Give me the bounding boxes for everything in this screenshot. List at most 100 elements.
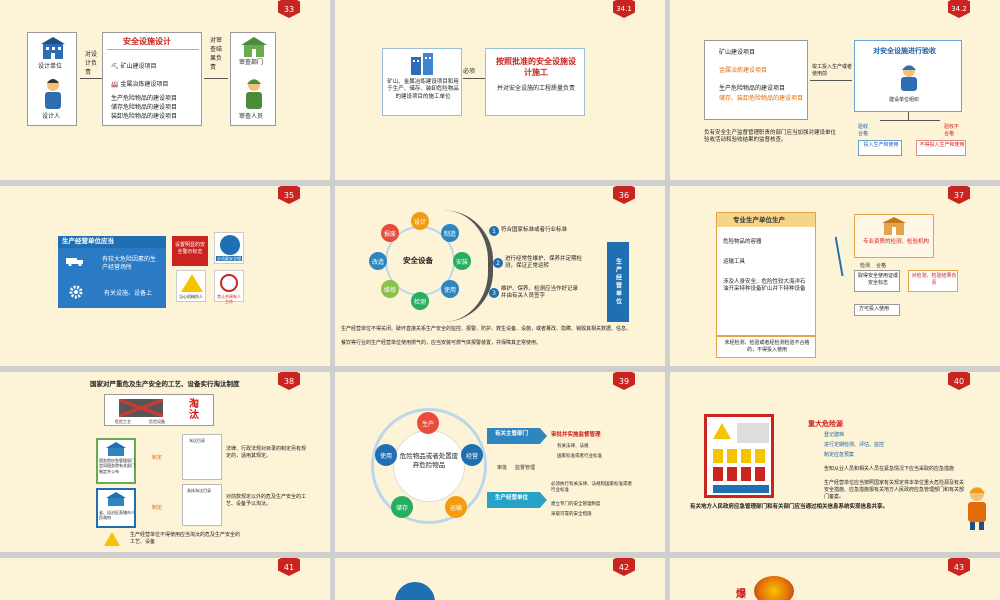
- unit-banner: [487, 492, 547, 508]
- step-number: 2: [493, 258, 503, 268]
- slide-38[interactable]: 38 国家对严重危及生产安全的工艺、设备实行淘汰制度 危险工艺 危险设备 淘汰 …: [0, 372, 330, 552]
- house-icon: [106, 492, 126, 506]
- item-metallurgy: 🏭 金属冶炼建设项目: [111, 81, 169, 88]
- approve-label: 审批并实施监督管理: [551, 432, 601, 438]
- house-icon: [241, 37, 267, 57]
- worker-icon: [968, 487, 986, 530]
- bracket-arc: [443, 210, 493, 322]
- equip-label: 危险设备: [149, 419, 165, 424]
- slide-37[interactable]: 37 专业生产单位生产 危险物品的容器 运输工具 涉及人身安全、危险性较大海洋石…: [670, 186, 1000, 366]
- catalog-box-1: 淘汰目录: [182, 434, 222, 480]
- arrow-line: [204, 78, 228, 79]
- arrow-line: [80, 78, 102, 79]
- ring-node: 改造: [369, 252, 387, 270]
- ok-result: 投入生产和使用: [863, 142, 899, 148]
- supervision-note: 负有安全生产监督管理职责的部门应当加强对建设单位验收活动和验收结果的监督核查。: [704, 130, 837, 144]
- inspection-agency-label: 专业资质的检测、检验机构: [863, 239, 930, 245]
- item-load: 装卸危险物品的建设项目: [111, 113, 178, 120]
- catalog-2: 具体淘汰目录: [187, 488, 211, 493]
- design-unit-box: 设计单位 设计人: [27, 32, 77, 126]
- slide-40[interactable]: 40 重大危险源 登记建档 进行定期检测、评估、监控 制定应急预案 告知从业人员…: [670, 372, 1000, 552]
- must-label: 必须: [463, 68, 476, 75]
- producer-box: 专业生产单位生产 危险物品的容器 运输工具 涉及人身安全、危险性较大海洋石油开采…: [716, 212, 816, 336]
- fail-label: 验收不合格: [944, 124, 960, 137]
- warning-triangle-icon: [713, 423, 731, 439]
- sign-machine-label: 当心机械伤人: [179, 294, 203, 299]
- step-text: 符合国家标准或者行业标准: [501, 227, 568, 233]
- crafts-label: 危险工艺: [115, 419, 131, 424]
- step-number: 1: [489, 226, 499, 236]
- bullet-1: 生产经营单位不得关闭、破坏直接关系生产安全的监控、报警、防护、救生设备、设施，或…: [341, 326, 632, 332]
- test-label: 检测: [860, 263, 871, 269]
- warning-triangle-icon: [181, 274, 203, 292]
- slide-43[interactable]: 43 爆: [670, 558, 1000, 600]
- ring-node: 维修: [381, 280, 399, 298]
- slide-42[interactable]: 42: [335, 558, 665, 600]
- designer-label: 设计人: [42, 113, 61, 120]
- slide-number-badge: 34.2: [948, 0, 970, 18]
- desc-1: 法律、行政法规对目录的制定另有规定的，适用其规定。: [226, 446, 307, 459]
- publish-label-1: 制定: [152, 455, 163, 461]
- slide-41[interactable]: 41: [0, 558, 330, 600]
- item-1: 登记建档: [824, 432, 845, 438]
- slide-number-badge: 35: [278, 186, 300, 204]
- eliminate-box: 危险工艺 危险设备 淘汰: [104, 394, 214, 426]
- gov-box-2: 省、自治区直辖市人民政府: [96, 488, 136, 528]
- bottom-warning-text: 未经检测、检验或者经检测检验不合格的，不得投入使用: [724, 340, 810, 353]
- item-produce: 生产危险物品的建设项目: [719, 85, 786, 92]
- tree-line: [908, 112, 909, 120]
- crossed-equipment-icon: [119, 399, 163, 417]
- slide-33[interactable]: 33 设计单位 设计人 对设计负责 安全设施设计 ⛏ 矿山建设项目 🏭 金属冶炼…: [0, 0, 330, 180]
- warning-label: 设置明显的安全警示标志: [174, 242, 205, 255]
- slide-number-badge: 40: [948, 372, 970, 390]
- slide-number-badge: 34.1: [613, 0, 635, 18]
- item-mining: 矿山建设项目: [719, 49, 756, 56]
- explosion-icon: [754, 576, 794, 600]
- construction-sub: 并对安全设施的工程质量负责: [496, 85, 575, 92]
- construction-box: 按照批准的安全设施设计施工 并对安全设施的工程质量负责: [485, 48, 585, 116]
- slide-34-2[interactable]: 34.2 矿山建设项目 金属冶炼建设项目 生产危险物品的建设项目 储存、装卸危险…: [670, 0, 1000, 180]
- desc-2: 对前款规定以外的危及生产安全的工艺、设备予以淘汰。: [226, 494, 307, 507]
- ring-node: 报废: [381, 224, 399, 242]
- sign-switch-label: 禁止合闸有人工作: [217, 294, 241, 305]
- building-icon: [41, 37, 65, 59]
- org-label: 建设单位组织: [889, 97, 920, 103]
- use-text: 方可投入使用: [859, 306, 890, 312]
- item-container: 危险物品的容器: [723, 239, 762, 245]
- producer-header: [717, 213, 815, 227]
- row1-text: 有较大危险因素的生产经营场所: [102, 256, 157, 272]
- review-label: 审批: [497, 465, 508, 471]
- footer: 有关地方人民政府应急管理部门和有关部门应当通过相关信息系统实现信息共享。: [690, 504, 889, 510]
- gov-box-1-text: 国务院应急管理部门会同国务院有关部门制定并公布: [99, 458, 135, 474]
- safety-design-title: 安全设施设计: [123, 37, 171, 46]
- slide-39[interactable]: 39 危险物品或者处置废弃危险物品 生产 经营 运输 储存 使用 有关主管部门 …: [335, 372, 665, 552]
- slide-35[interactable]: 35 生产经营单位应当 有较大危险因素的生产经营场所 有关设施、设备上 设置明显…: [0, 186, 330, 366]
- arrow-line: [810, 80, 852, 81]
- publish-label-2: 制定: [152, 505, 163, 511]
- item-special: 涉及人身安全、危险性较大海洋石油开采特种设备矿山井下特种设备: [723, 279, 806, 293]
- item-store: 储存危险物品的建设项目: [111, 104, 178, 111]
- right-arrow-text: 对审查结果负责: [210, 37, 223, 71]
- dept-label: 有关主管部门: [495, 431, 529, 437]
- step-text: 维护、保养、检测应当作好记录并由有关人员签字: [501, 286, 579, 300]
- bracket-chevron: [824, 236, 844, 276]
- design-unit-label: 设计单位: [38, 63, 63, 70]
- slide-34-1[interactable]: 34.1 矿山、金属冶炼建设项目和用于生产、储存、装卸危险物品的建设项目的施工单…: [335, 0, 665, 180]
- use-box: 方可投入使用: [854, 304, 900, 316]
- item-store: 储存、装卸危险物品的建设项目: [719, 95, 804, 102]
- approve-item-1: 有关法律、法规: [557, 444, 589, 449]
- inner-disc: [393, 430, 465, 502]
- unit-side-bar: 生产经营单位: [607, 242, 629, 322]
- unit-label: 生产经营单位: [495, 495, 529, 501]
- gear-icon: [69, 285, 83, 299]
- eliminate-label: 淘汰: [189, 399, 199, 421]
- slide-36[interactable]: 36 安全设备 设计 制造 安装 使用 检测 维修 改造 报废 1 符合国家标准…: [335, 186, 665, 366]
- reviewer-label: 审查人员: [239, 113, 264, 120]
- item-metallurgy: 金属冶炼建设项目: [719, 67, 768, 74]
- contractor-text: 矿山、金属冶炼建设项目和用于生产、储存、装卸危险物品的建设项目的施工单位: [387, 79, 459, 100]
- header-bar: [58, 236, 166, 248]
- acceptance-box: 对安全设施进行验收 建设单位组织: [854, 40, 962, 112]
- safety-design-box: 安全设施设计 ⛏ 矿山建设项目 🏭 金属冶炼建设项目 生产危险物品的建设项目 储…: [102, 32, 202, 126]
- producer-title: 专业生产单位生产: [733, 216, 785, 224]
- item-mining: ⛏ 矿山建设项目: [111, 63, 157, 70]
